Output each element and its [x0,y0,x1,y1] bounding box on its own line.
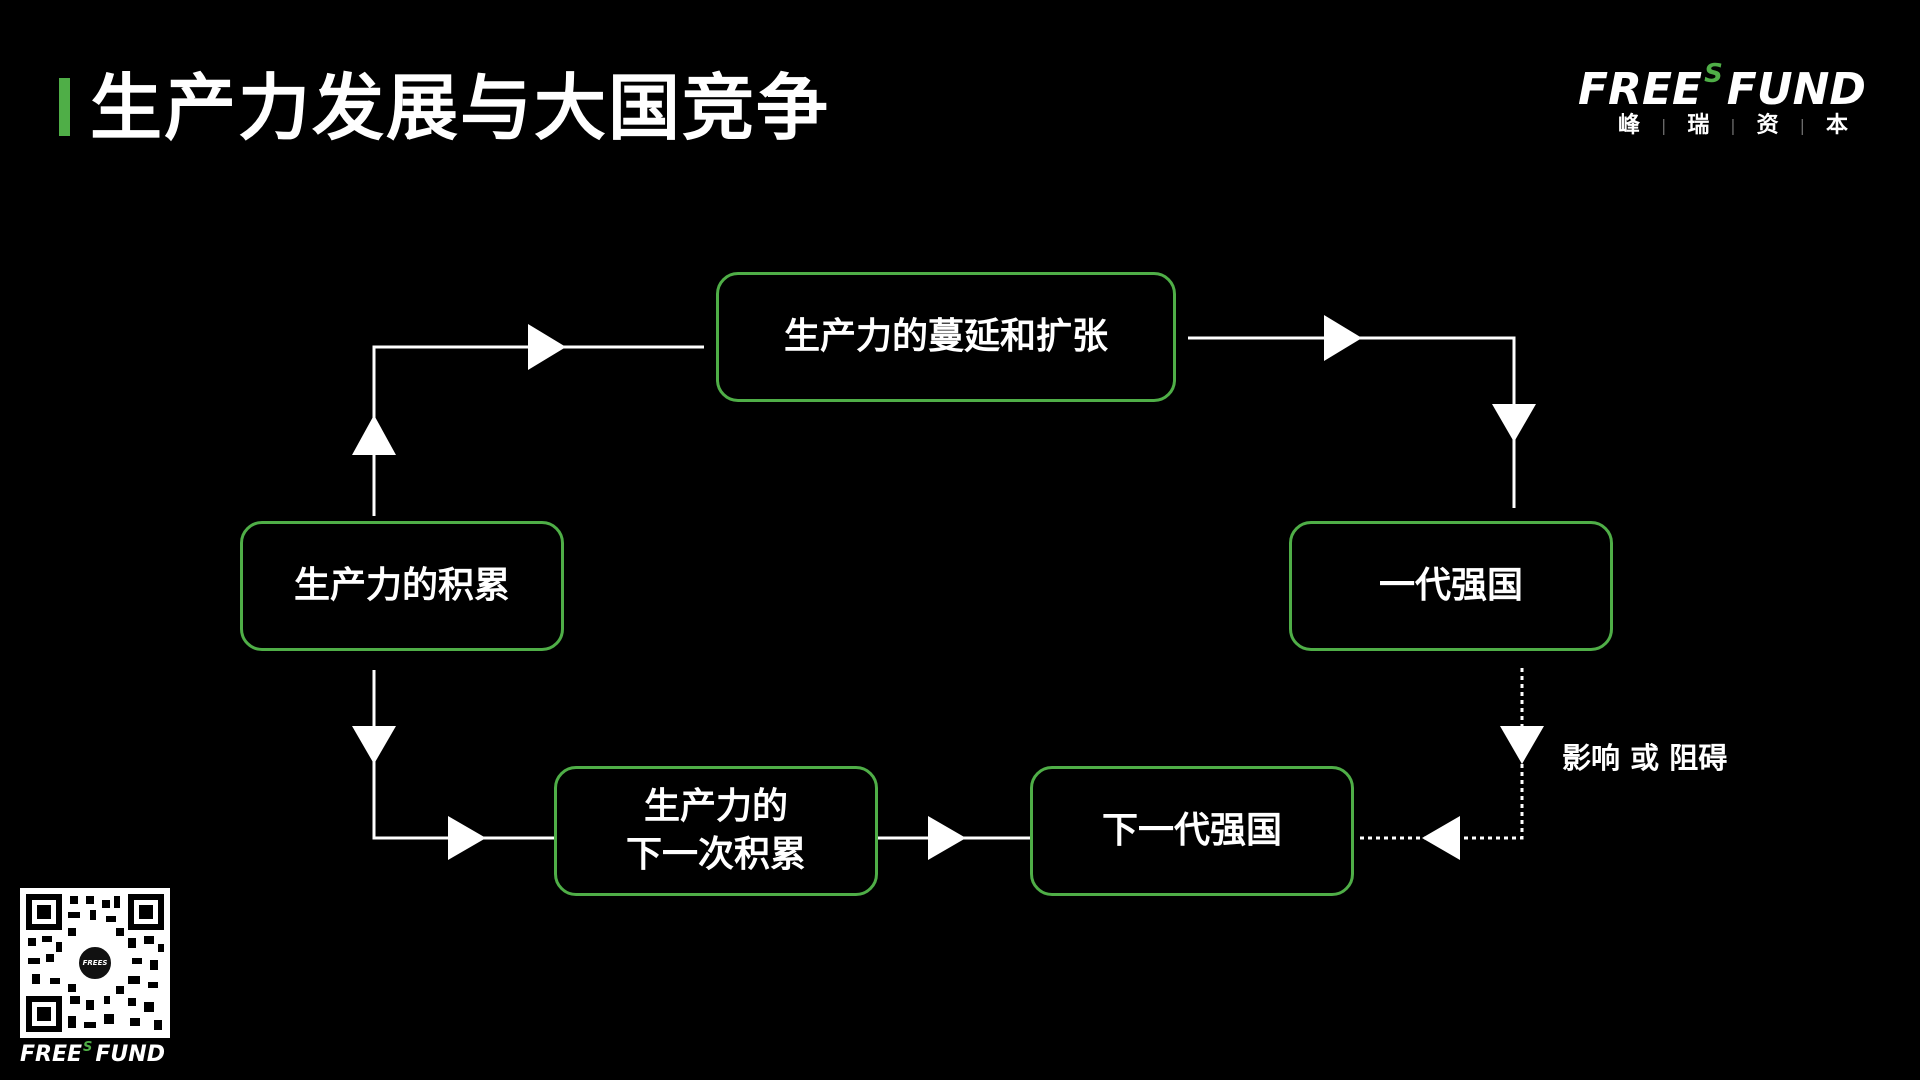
arrowhead-right [928,816,966,860]
arrowhead-right [448,816,486,860]
slide-title: 生产力发展与大国竞争 [90,66,831,150]
arrowhead-right [1324,315,1362,361]
arrowhead-down [1492,404,1536,442]
logo-char: 瑞 [1687,113,1710,138]
arrowhead-down [1500,726,1544,764]
connector-accumulation-to-next-accumulation [372,670,554,840]
freesfund-logo: FREESFUND 峰 | 瑞 | 资 | 本 [1578,59,1866,142]
node-label: 生产力的 下一次积累 [625,786,806,875]
logo-separator: | [1799,116,1805,135]
arrowhead-left [1422,816,1460,860]
arrowhead-down [352,726,396,764]
node-productivity-expansion: 生产力的蔓延和扩张 [716,272,1176,402]
logo-wordmark: FREESFUND [1578,59,1866,118]
connector-power-one-to-power-next-dotted [1356,668,1524,840]
caption-word-free: FREE [20,1042,83,1067]
logo-subtitle: 峰 | 瑞 | 资 | 本 [1618,110,1848,142]
edge-label-influence-or-hinder: 影响 或 阻碍 [1562,741,1728,775]
logo-char: 峰 [1618,113,1641,138]
qr-center-label: FREES [82,959,108,967]
logo-separator: | [1660,116,1667,135]
node-productivity-accumulation: 生产力的积累 [240,521,564,651]
logo-char: 本 [1825,113,1848,138]
node-first-generation-power: 一代强国 [1289,521,1613,651]
qr-pattern [26,894,164,1032]
node-next-productivity-accumulation: 生产力的 下一次积累 [554,766,878,896]
title-accent-bar [59,78,70,136]
node-label: 生产力的蔓延和扩张 [783,316,1108,357]
logo-separator: | [1730,116,1736,135]
node-label: 生产力的积累 [293,565,510,606]
logo-word-s: S [1704,59,1723,89]
node-label: 一代强国 [1378,565,1523,606]
logo-char: 资 [1756,113,1779,138]
qr-center-badge: FREES [76,944,114,982]
logo-word-fund: FUND [1726,64,1866,115]
arrowhead-right [528,324,566,370]
node-label: 下一代强国 [1101,810,1282,851]
node-next-generation-power: 下一代强国 [1030,766,1354,896]
connector-expansion-to-power-one [1188,336,1516,508]
arrowhead-up [352,415,396,455]
caption-word-s: S [83,1040,93,1055]
connector-accumulation-to-expansion [372,345,704,516]
logo-word-free: FREE [1578,64,1703,115]
caption-word-fund: FUND [95,1042,165,1067]
qr-code: FREES [20,888,170,1038]
